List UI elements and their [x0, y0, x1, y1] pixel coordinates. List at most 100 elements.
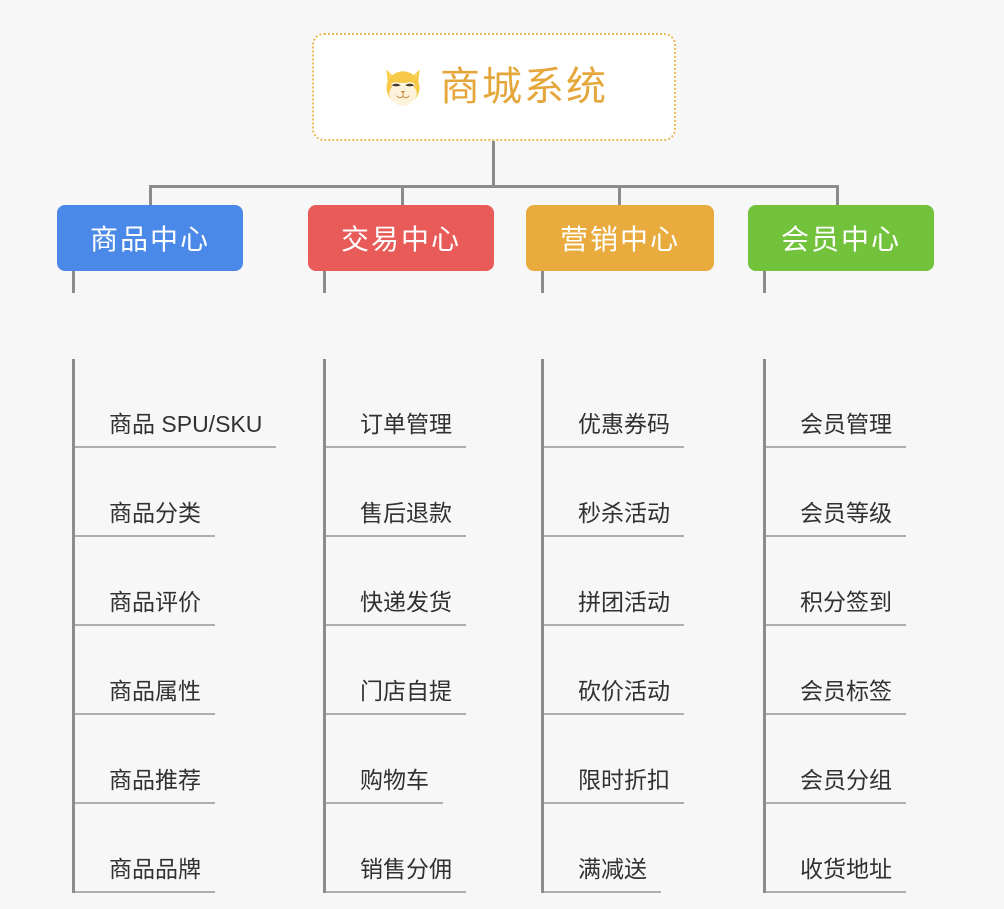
leaf-underline — [766, 446, 800, 448]
list-item[interactable]: 会员管理 — [766, 359, 968, 448]
branch-marketing-center: 营销中心 优惠券码 秒杀活动 拼团活动 砍价活动 限时折扣 — [526, 205, 748, 909]
list-item[interactable]: 商品 SPU/SKU — [75, 359, 309, 448]
list-item[interactable]: 会员分组 — [766, 715, 968, 804]
branch-header-product-center[interactable]: 商品中心 — [57, 205, 243, 271]
branch-header-member-center[interactable]: 会员中心 — [748, 205, 934, 271]
leaf-underline — [766, 624, 800, 626]
branch-header-trade-center[interactable]: 交易中心 — [308, 205, 494, 271]
connector-tail-trade — [323, 271, 326, 293]
list-item[interactable]: 商品推荐 — [75, 715, 309, 804]
leaf-underline — [544, 624, 578, 626]
leaf-underline — [75, 624, 109, 626]
leaf-label: 砍价活动 — [578, 678, 684, 715]
leaf-underline — [326, 713, 360, 715]
leaf-underline — [75, 446, 109, 448]
leaf-label: 门店自提 — [360, 678, 466, 715]
list-item[interactable]: 满减送 — [544, 804, 748, 893]
leaf-underline — [75, 535, 109, 537]
leaf-underline — [75, 802, 109, 804]
branch-header-label: 商品中心 — [89, 224, 210, 255]
list-item[interactable]: 会员等级 — [766, 448, 968, 537]
connector-drop-member — [836, 185, 839, 207]
list-item[interactable]: 门店自提 — [326, 626, 526, 715]
connector-bus-bar — [149, 185, 839, 188]
list-item[interactable]: 商品评价 — [75, 537, 309, 626]
leaf-list-product-center: 商品 SPU/SKU 商品分类 商品评价 商品属性 商品推荐 商品品牌 — [72, 359, 309, 893]
list-item[interactable]: 购物车 — [326, 715, 526, 804]
leaf-label: 商品分类 — [109, 500, 215, 537]
list-item[interactable]: 收货地址 — [766, 804, 968, 893]
list-item[interactable]: 商品属性 — [75, 626, 309, 715]
leaf-underline — [326, 535, 360, 537]
leaf-label: 限时折扣 — [578, 767, 684, 804]
leaf-underline — [544, 713, 578, 715]
list-item[interactable]: 拼团活动 — [544, 537, 748, 626]
leaf-label: 拼团活动 — [578, 589, 684, 626]
leaf-label: 销售分佣 — [360, 856, 466, 893]
list-item[interactable]: 售后退款 — [326, 448, 526, 537]
leaf-underline — [766, 802, 800, 804]
leaf-underline — [544, 535, 578, 537]
leaf-list-marketing-center: 优惠券码 秒杀活动 拼团活动 砍价活动 限时折扣 满减送 — [541, 359, 748, 893]
leaf-underline — [544, 802, 578, 804]
leaf-label: 秒杀活动 — [578, 500, 684, 537]
leaf-label: 优惠券码 — [578, 411, 684, 448]
connector-tail-member — [763, 271, 766, 293]
leaf-underline — [544, 891, 578, 893]
leaf-label: 商品评价 — [109, 589, 215, 626]
connector-drop-trade — [401, 185, 404, 207]
list-item[interactable]: 订单管理 — [326, 359, 526, 448]
shiba-dog-face-icon — [386, 69, 420, 106]
list-item[interactable]: 快递发货 — [326, 537, 526, 626]
connector-drop-marketing — [618, 185, 621, 207]
leaf-label: 快递发货 — [360, 589, 466, 626]
leaf-underline — [75, 891, 109, 893]
leaf-label: 商品属性 — [109, 678, 215, 715]
leaf-label: 会员标签 — [800, 678, 906, 715]
leaf-label: 积分签到 — [800, 589, 906, 626]
branch-header-label: 交易中心 — [340, 224, 461, 255]
list-item[interactable]: 销售分佣 — [326, 804, 526, 893]
leaf-label: 会员管理 — [800, 411, 906, 448]
leaf-label: 订单管理 — [360, 411, 466, 448]
list-item[interactable]: 限时折扣 — [544, 715, 748, 804]
leaf-label: 购物车 — [360, 767, 443, 804]
leaf-label: 售后退款 — [360, 500, 466, 537]
leaf-underline — [766, 535, 800, 537]
leaf-label: 商品推荐 — [109, 767, 215, 804]
leaf-underline — [75, 713, 109, 715]
leaf-label: 商品品牌 — [109, 856, 215, 893]
leaf-underline — [544, 446, 578, 448]
leaf-label: 满减送 — [578, 856, 661, 893]
root-node[interactable]: 商城系统 — [312, 33, 676, 141]
leaf-underline — [326, 624, 360, 626]
leaf-list-trade-center: 订单管理 售后退款 快递发货 门店自提 购物车 销售分佣 — [323, 359, 526, 893]
connector-drop-product — [149, 185, 152, 207]
list-item[interactable]: 积分签到 — [766, 537, 968, 626]
leaf-label: 收货地址 — [800, 856, 906, 893]
branch-product-center: 商品中心 商品 SPU/SKU 商品分类 商品评价 商品属性 商品推荐 — [57, 205, 309, 909]
leaf-underline — [326, 802, 360, 804]
branch-trade-center: 交易中心 订单管理 售后退款 快递发货 门店自提 购物车 — [308, 205, 526, 909]
leaf-underline — [766, 713, 800, 715]
leaf-underline — [326, 446, 360, 448]
list-item[interactable]: 秒杀活动 — [544, 448, 748, 537]
leaf-underline — [326, 891, 360, 893]
branch-member-center: 会员中心 会员管理 会员等级 积分签到 会员标签 会员分组 — [748, 205, 968, 909]
list-item[interactable]: 商品分类 — [75, 448, 309, 537]
connector-root-stem — [492, 141, 495, 187]
list-item[interactable]: 会员标签 — [766, 626, 968, 715]
connector-tail-marketing — [541, 271, 544, 293]
branch-header-label: 营销中心 — [559, 224, 680, 255]
branch-header-label: 会员中心 — [780, 224, 901, 255]
list-item[interactable]: 优惠券码 — [544, 359, 748, 448]
root-title: 商城系统 — [440, 65, 608, 109]
branch-header-marketing-center[interactable]: 营销中心 — [526, 205, 714, 271]
leaf-label: 会员等级 — [800, 500, 906, 537]
leaf-label: 商品 SPU/SKU — [109, 411, 277, 448]
list-item[interactable]: 砍价活动 — [544, 626, 748, 715]
mindmap-canvas: 商城系统 商品中心 商品 SPU/SKU 商品分类 商品评价 — [57, 33, 934, 893]
list-item[interactable]: 商品品牌 — [75, 804, 309, 893]
leaf-list-member-center: 会员管理 会员等级 积分签到 会员标签 会员分组 收货地址 — [763, 359, 968, 893]
leaf-label: 会员分组 — [800, 767, 906, 804]
